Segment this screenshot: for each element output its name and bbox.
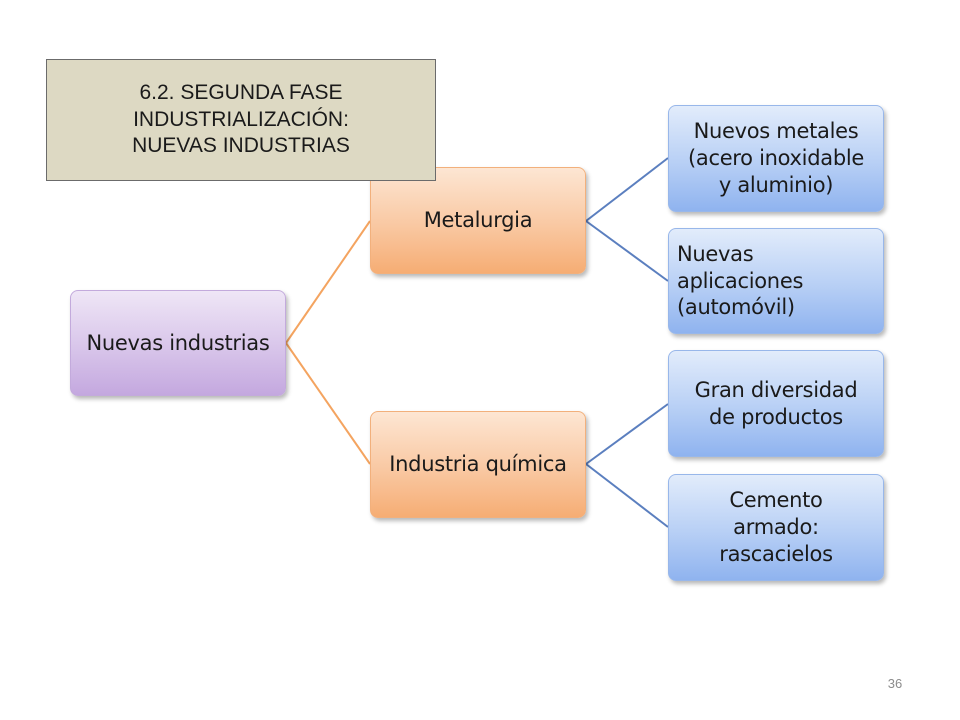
node-cemento-armado-label: Cemento armado: rascacielos xyxy=(719,488,833,566)
node-nuevos-metales-label: Nuevos metales (acero inoxidable y alumi… xyxy=(687,119,864,197)
slide-title-line-3: NUEVAS INDUSTRIAS xyxy=(132,134,350,158)
node-metalurgia-label: Metalurgia xyxy=(423,208,533,233)
page-number: 36 xyxy=(887,676,903,691)
node-industria-quimica: Industria química xyxy=(370,411,586,518)
connector-metalurgia-to-nuevas-aplicaciones xyxy=(585,220,669,282)
node-cemento-armado: Cemento armado: rascacielos xyxy=(668,474,884,581)
node-industria-quimica-label: Industria química xyxy=(389,452,567,477)
slide-title-line-2: INDUSTRIALIZACIÓN: xyxy=(133,107,349,131)
connector-quimica-to-gran-diversidad xyxy=(585,403,669,465)
node-nuevas-industrias-label: Nuevas industrias xyxy=(86,330,270,355)
node-nuevas-industrias: Nuevas industrias xyxy=(70,290,286,396)
slide-title-line-1: 6.2. SEGUNDA FASE xyxy=(139,81,343,105)
node-nuevas-aplicaciones-label: Nuevas aplicaciones (automóvil) xyxy=(677,241,804,320)
connector-root-to-industria-quimica xyxy=(285,342,371,465)
connector-metalurgia-to-nuevos-metales xyxy=(585,157,669,222)
connector-quimica-to-cemento xyxy=(585,463,669,528)
node-metalurgia: Metalurgia xyxy=(370,167,586,274)
node-nuevos-metales: Nuevos metales (acero inoxidable y alumi… xyxy=(668,105,884,212)
node-nuevas-aplicaciones: Nuevas aplicaciones (automóvil) xyxy=(668,228,884,334)
node-gran-diversidad-label: Gran diversidad de productos xyxy=(694,377,858,429)
slide-title-box: 6.2. SEGUNDA FASE INDUSTRIALIZACIÓN: NUE… xyxy=(46,59,436,181)
connector-root-to-metalurgia xyxy=(285,220,371,344)
node-gran-diversidad: Gran diversidad de productos xyxy=(668,350,884,457)
